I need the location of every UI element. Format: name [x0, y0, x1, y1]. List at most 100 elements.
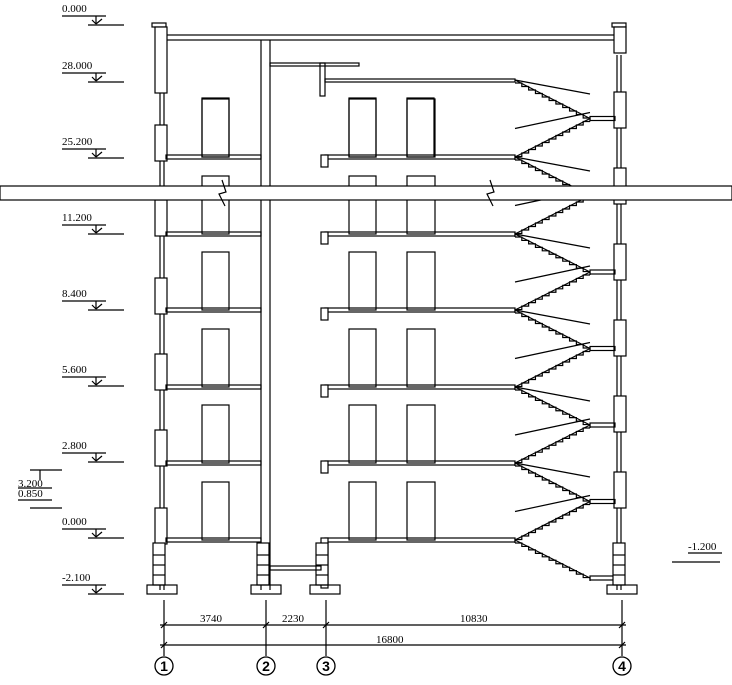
stair-flight-up-stringer: [514, 117, 591, 158]
level-arrow: [91, 304, 97, 310]
level-label-8400: 8.400: [62, 288, 87, 300]
level-arrow: [91, 380, 97, 386]
footing-1-pier: [152, 542, 166, 586]
footing-4-pier: [612, 542, 626, 586]
level-label-roof: 0.000: [62, 3, 87, 15]
stair-soffit: [514, 386, 591, 402]
stair-soffit: [514, 265, 591, 283]
stair-landing-basement: [589, 575, 616, 581]
axis-bubbles: [154, 656, 632, 676]
door-right-2: [406, 328, 436, 388]
dim-1-2: 3740: [200, 613, 223, 625]
stair-flight-up-steps: [514, 197, 590, 237]
stair-flight-up-steps: [514, 274, 590, 313]
stair-flight-down-stringer: [514, 309, 591, 350]
door-left: [201, 481, 230, 541]
wall-1-window: [154, 199, 168, 237]
stair-soffit: [514, 79, 591, 95]
level-label-2800: 2.800: [62, 440, 87, 452]
slab-edge-beam: [320, 307, 329, 321]
break-symbol: [218, 179, 227, 207]
stair-soffit: [514, 309, 591, 325]
dimension-tick: [160, 641, 168, 649]
wall-1-window: [154, 124, 168, 162]
roof-slab: [163, 34, 617, 41]
wall-4-window: [613, 471, 627, 509]
level-label-ground: 0.000: [62, 516, 87, 528]
level-arrow: [91, 228, 97, 234]
level-arrow: [95, 151, 103, 158]
stair-landing: [589, 269, 616, 275]
level-arrow: [91, 152, 97, 158]
slab-left: [165, 307, 262, 313]
level-arrow: [95, 531, 103, 538]
dimension-tick: [618, 621, 626, 629]
door-right-1: [348, 404, 377, 464]
dimension-tick: [322, 621, 330, 629]
stair-flight-up-stringer: [514, 500, 591, 541]
wall-1-window: [154, 277, 168, 315]
level-arrow: [91, 76, 97, 82]
slab-edge-beam: [320, 460, 329, 474]
stair-landing: [589, 498, 616, 505]
wall-1-window: [154, 353, 168, 391]
stair-landing: [589, 115, 616, 122]
level-arrow: [95, 455, 103, 462]
footing-2: [250, 584, 282, 595]
door-right-2: [406, 175, 436, 235]
dimension-tick: [262, 621, 270, 629]
structure: [0, 15, 732, 656]
stair-flight-down-steps: [515, 236, 591, 275]
dimension-tick: [160, 621, 168, 629]
door-right-2: [406, 481, 436, 541]
level-arrow: [95, 227, 103, 234]
level-arrow: [95, 18, 103, 25]
level-label-exterior: -1.200: [688, 541, 717, 553]
level-arrow: [91, 19, 97, 25]
level-label-0850: 0.850: [18, 488, 43, 500]
axis-label-1: 1: [160, 658, 168, 674]
axis-bubble-3: [316, 656, 336, 676]
door-left: [201, 404, 230, 464]
beam-drop: [319, 62, 326, 97]
dimension-texts: 3740 2230 10830 16800: [200, 613, 488, 646]
dimension-tick: [618, 641, 626, 649]
level-arrow: [95, 75, 103, 82]
wall-1-window-top: [154, 26, 168, 94]
door-left: [201, 97, 230, 158]
door-right-1: [348, 175, 377, 235]
stair-flight-up-stringer: [514, 194, 591, 235]
door-right-1: [348, 251, 377, 311]
stair-flight-down-stringer: [514, 233, 591, 273]
slab-left: [165, 231, 262, 237]
door-right-2: [406, 404, 436, 464]
stair-flight-up-stringer: [514, 424, 591, 464]
dim-total: 16800: [376, 634, 404, 646]
beam-top: [269, 62, 360, 67]
door-right-1: [348, 98, 377, 158]
stair-flight-down-steps: [515, 312, 591, 352]
level-arrow: [95, 587, 103, 594]
stair-soffit: [514, 418, 591, 436]
door-left: [201, 98, 230, 158]
level-arrow: [95, 379, 103, 386]
stair-flight-up-stringer: [514, 347, 591, 388]
level-arrow: [91, 588, 97, 594]
axis-label-4: 4: [618, 658, 626, 674]
footing-3: [309, 584, 341, 595]
door-right-2: [406, 97, 435, 158]
stair-flight-up-steps: [514, 350, 590, 390]
level-label-3200: 3.200: [18, 478, 43, 490]
footing-4: [606, 584, 638, 595]
stair-flight-down-stringer: [514, 462, 591, 503]
stair-flight-basement-steps: [515, 542, 591, 581]
slab-edge-beam: [320, 231, 329, 245]
slab-left: [165, 154, 262, 160]
door-left: [201, 251, 230, 311]
stair-flight-down-steps: [515, 465, 591, 505]
level-arrow: [95, 303, 103, 310]
door-right-1: [348, 328, 377, 388]
stair-flight-basement-stringer: [514, 539, 591, 579]
